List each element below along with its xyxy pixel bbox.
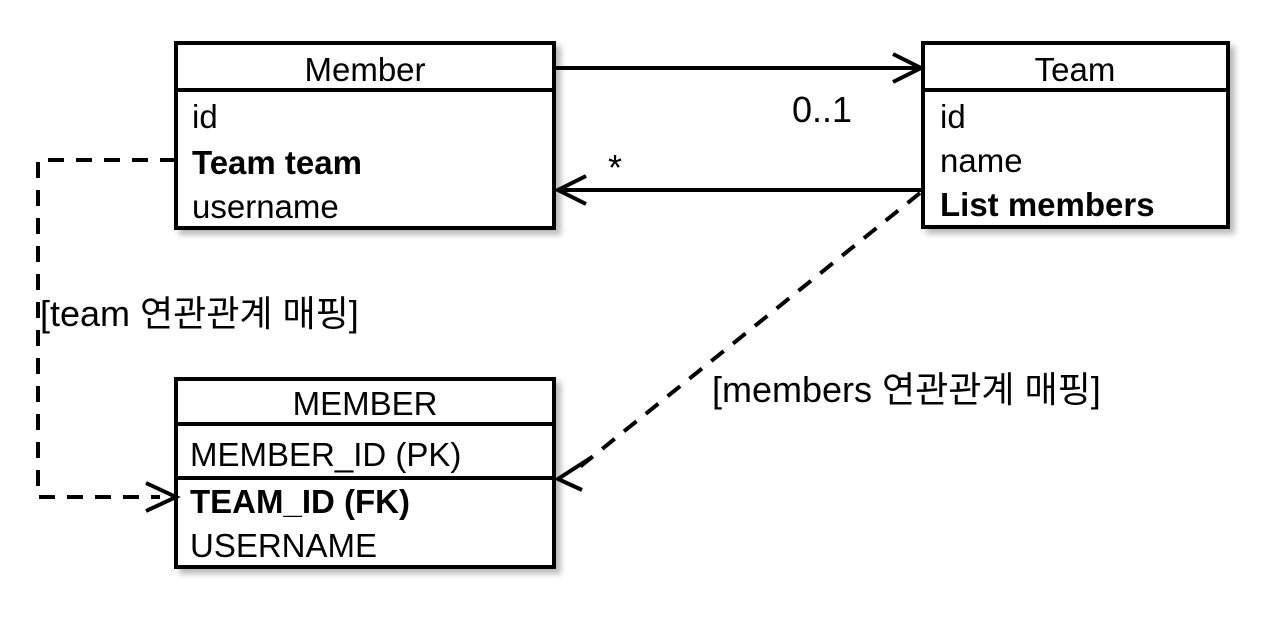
members-mapping-arrowhead: [553, 455, 594, 492]
member-class-attr-id: id: [192, 98, 218, 135]
member-table-frame: [174, 377, 556, 569]
team-mapping-arrowhead: [145, 481, 181, 513]
mapping-members-to-member-table[interactable]: [553, 191, 922, 492]
team-class-attr-id: id: [940, 98, 966, 135]
note-members-mapping: [members 연관관계 매핑]: [712, 369, 1101, 410]
association-member-to-team[interactable]: 0..1: [554, 52, 926, 130]
member-table-col-member-id: MEMBER_ID (PK): [190, 436, 461, 473]
mapping-team-to-team-id[interactable]: [36, 158, 181, 513]
note-team-mapping: [team 연관관계 매핑]: [40, 293, 359, 334]
member-class-attr-username: username: [192, 188, 339, 225]
team-class-frame: [921, 41, 1230, 229]
team-class-attr-members: List members: [940, 186, 1155, 223]
members-mapping-dashed-path: [574, 191, 922, 472]
member-table-box[interactable]: MEMBER MEMBER_ID (PK) TEAM_ID (FK) USERN…: [174, 377, 556, 569]
association-team-to-member[interactable]: *: [553, 147, 923, 206]
multiplicity-0-1: 0..1: [792, 89, 852, 130]
member-table-col-username: USERNAME: [190, 527, 377, 564]
member-class-box[interactable]: Member id Team team username: [174, 41, 556, 230]
member-to-team-arrowhead: [892, 52, 926, 84]
team-class-box[interactable]: Team id name List members: [921, 41, 1230, 229]
team-class-attr-name: name: [940, 142, 1023, 179]
member-table-title: MEMBER: [293, 385, 438, 422]
multiplicity-star: *: [608, 147, 622, 188]
team-to-member-arrowhead: [553, 174, 587, 206]
team-class-title: Team: [1035, 51, 1116, 88]
member-class-attr-team: Team team: [192, 144, 362, 181]
member-table-col-team-id: TEAM_ID (FK): [190, 483, 410, 520]
team-mapping-dashed-path: [36, 158, 176, 499]
member-class-title: Member: [304, 51, 425, 88]
member-class-frame: [174, 41, 556, 230]
